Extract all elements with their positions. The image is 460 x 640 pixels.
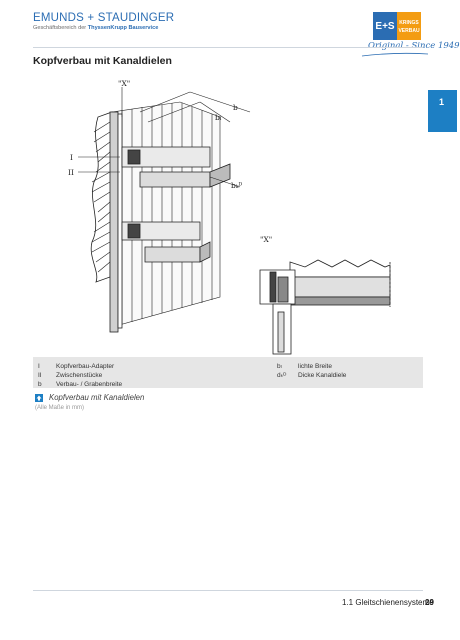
legend-key: bₗ [277, 363, 282, 370]
dimension-lines [121, 87, 251, 188]
legend-left: I Kopfverbau-Adapter II Zwischenstücke b… [38, 362, 122, 389]
soil-hatch [90, 111, 113, 283]
legend-text: lichte Breite [298, 363, 332, 370]
label-bl: bₗ [215, 113, 222, 122]
label-x-detail: "X" [260, 235, 272, 244]
arrow-up-icon [35, 393, 43, 402]
brand-name: EMUNDS + STAUDINGER [33, 12, 175, 24]
footer-section: 1.1 Gleitschienensysteme [342, 598, 434, 607]
page-title: Kopfverbau mit Kanaldielen [33, 55, 172, 67]
legend-box: I Kopfverbau-Adapter II Zwischenstücke b… [33, 357, 423, 388]
legend-right: bₗ lichte Breite dₖᴰ Dicke Kanaldiele [277, 362, 346, 380]
legend-item: I Kopfverbau-Adapter [38, 362, 122, 371]
legend-item: dₖᴰ Dicke Kanaldiele [277, 371, 346, 380]
legend-key: I [38, 363, 40, 370]
units-note: (Alle Maße in mm) [35, 405, 85, 411]
legend-key: b [38, 381, 42, 388]
page-number: 29 [425, 598, 434, 607]
slogan-underline [361, 52, 429, 57]
label-bkd: bₖᴰ [231, 181, 243, 190]
upper-strut [121, 146, 231, 188]
technical-drawing: "X" b bₗ bₖᴰ I II "X" [68, 79, 391, 355]
chapter-tab[interactable]: 1 [428, 90, 457, 132]
figure-caption: Kopfverbau mit Kanaldielen [35, 393, 144, 402]
detail-x [259, 259, 391, 355]
label-II: II [68, 168, 74, 177]
guide-rail [109, 111, 123, 333]
legend-text: Zwischenstücke [56, 372, 103, 379]
label-I: I [70, 153, 73, 162]
company-logo: E+S KRINGS VERBAU [373, 12, 421, 40]
brand-header: EMUNDS + STAUDINGER Geschäftsbereich der… [33, 12, 174, 31]
label-x-top: "X" [118, 79, 130, 88]
logo-krings-text: KRINGS [399, 20, 419, 26]
footer-divider [33, 590, 423, 591]
logo-verbau-text: VERBAU [398, 28, 420, 34]
legend-text: Dicke Kanaldiele [298, 372, 347, 379]
legend-item: b Verbau- / Grabenbreite [38, 380, 122, 389]
slogan: Original - Since 1949 [368, 41, 460, 51]
label-b: b [233, 103, 238, 112]
legend-key: dₖᴰ [277, 372, 287, 379]
legend-text: Verbau- / Grabenbreite [56, 381, 123, 388]
legend-item: bₗ lichte Breite [277, 362, 346, 371]
caption-text: Kopfverbau mit Kanaldielen [49, 393, 145, 402]
brand-sub-prefix: Geschäftsbereich der [33, 25, 87, 31]
header-divider [33, 47, 423, 48]
trench-sheeting [111, 101, 221, 328]
lower-strut [121, 221, 211, 263]
brand-subtitle: Geschäftsbereich der ThyssenKrupp Bauser… [33, 25, 174, 31]
logo-es-text: E+S [375, 21, 395, 32]
brand-sub-company: ThyssenKrupp Bauservice [87, 25, 159, 31]
legend-text: Kopfverbau-Adapter [56, 363, 115, 370]
legend-key: II [38, 372, 42, 379]
legend-item: II Zwischenstücke [38, 371, 122, 380]
